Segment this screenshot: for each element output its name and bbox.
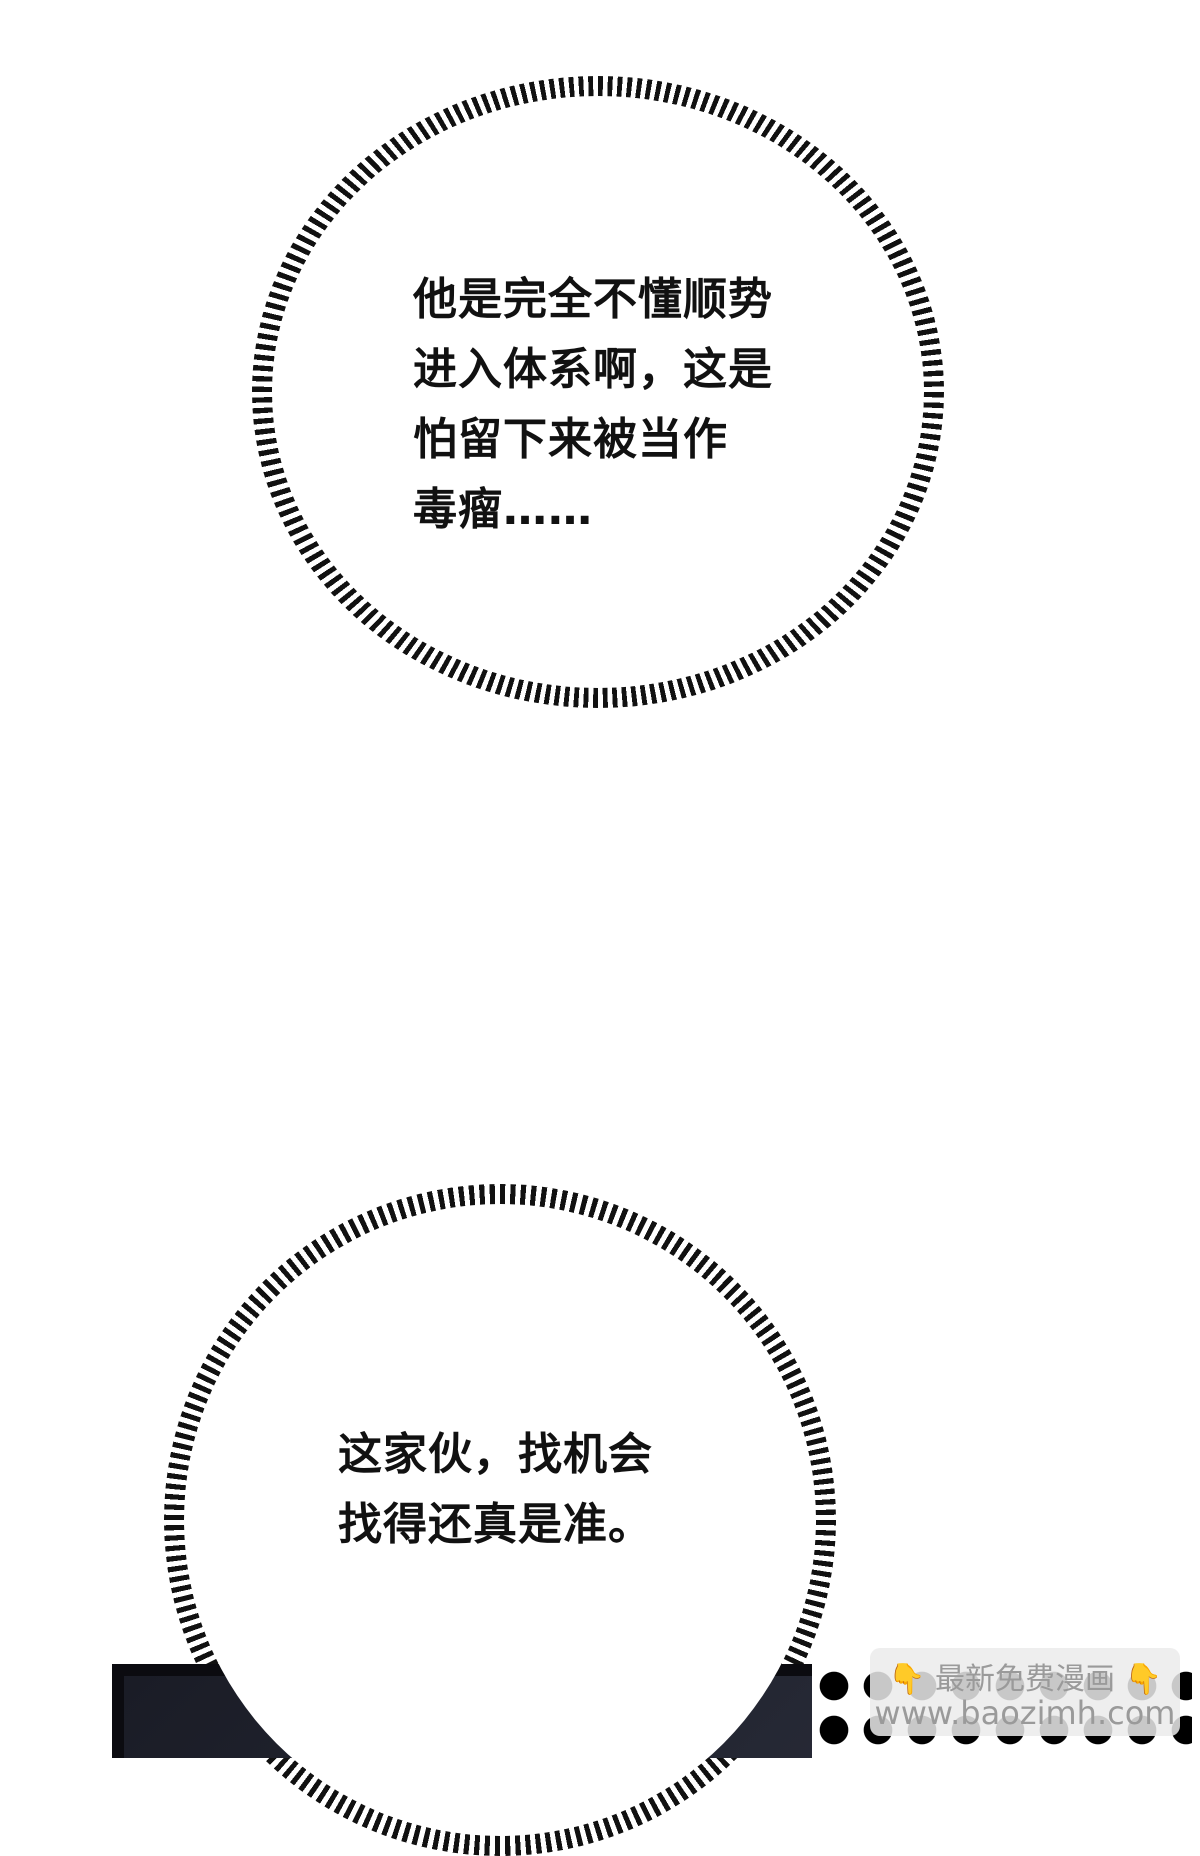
watermark-banner[interactable]: 👇 最新免费漫画 👇 www.baozimh.com (870, 1648, 1180, 1736)
bubble-1-line-3: 怕留下来被当作 (413, 414, 728, 465)
pointing-down-hand-icon: 👇 (888, 1662, 926, 1697)
watermark-line-1: 最新免费漫画 (935, 1662, 1115, 1697)
watermark-url[interactable]: www.baozimh.com (874, 1694, 1176, 1732)
bubble-1-text: 他是完全不懂顺势 进入体系啊，这是 怕留下来被当作 毒瘤…… (413, 265, 773, 545)
bubble-1-line-2: 进入体系啊，这是 (413, 344, 773, 395)
thought-bubble-1 (252, 76, 944, 708)
bubble-1-line-1: 他是完全不懂顺势 (413, 274, 773, 325)
bubble-2-line-2: 找得还真是准。 (338, 1499, 653, 1550)
bubble-2-line-1: 这家伙，找机会 (338, 1429, 653, 1480)
bubble-1-line-4: 毒瘤…… (413, 484, 593, 535)
bubble-2-text: 这家伙，找机会 找得还真是准。 (338, 1420, 653, 1560)
pointing-down-hand-icon: 👇 (1124, 1662, 1162, 1697)
watermark-title: 👇 最新免费漫画 👇 (870, 1654, 1180, 1698)
